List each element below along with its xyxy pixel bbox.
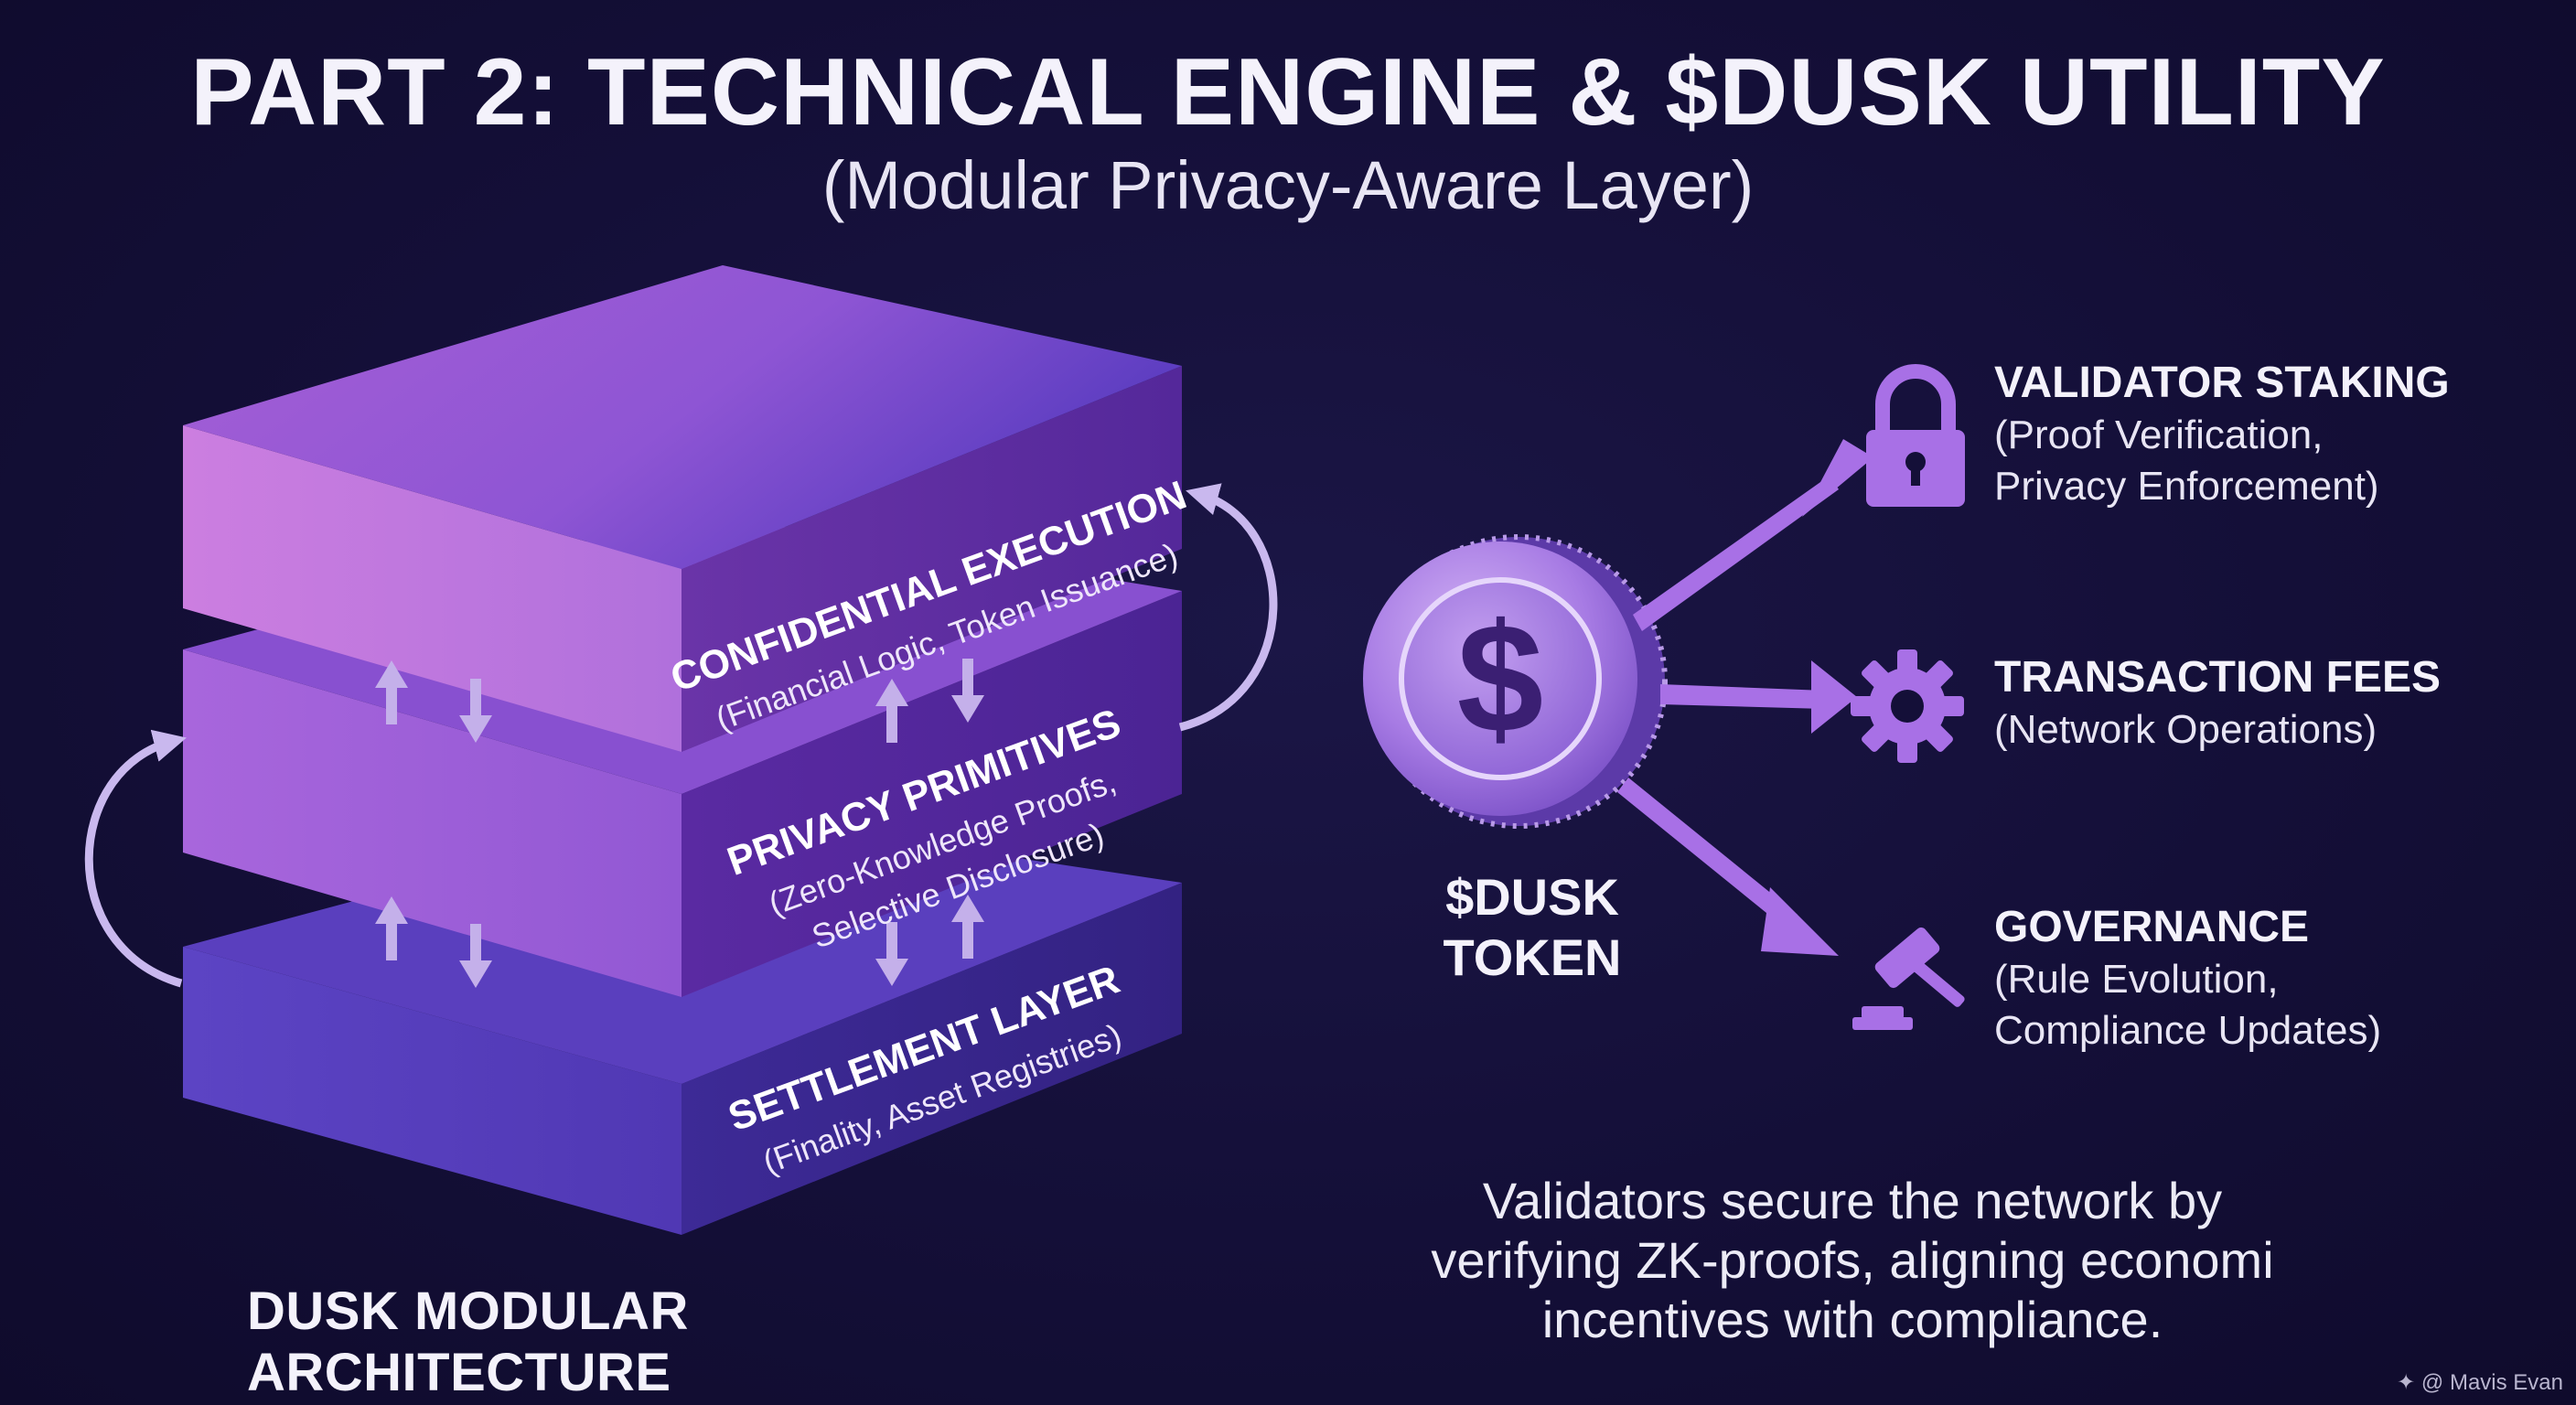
bottom-note-line1: Validators secure the network by [1482,1172,2223,1229]
utility-governance: GOVERNANCE (Rule Evolution, Compliance U… [1994,901,2506,1056]
utility-arrows [1617,439,1873,956]
utility-title: GOVERNANCE [1994,903,2310,951]
dusk-token-coin: $ [1363,534,1668,829]
bottom-note: Validators secure the network by verifyi… [1372,1171,2333,1349]
utility-transaction-fees: TRANSACTION FEES (Network Operations) [1994,651,2506,756]
gear-icon [1851,649,1964,763]
watermark-text: @ Mavis Evan [2420,1370,2563,1395]
page-subtitle: (Modular Privacy-Aware Layer) [821,147,1755,223]
arrow-up-3 [375,896,408,960]
utility-title: VALIDATOR STAKING [1994,359,2450,407]
arrow-down-3 [459,924,492,988]
bottom-note-line2: verifying ZK-proofs, aligning economi [1431,1231,2274,1289]
utility-validator-staking: VALIDATOR STAKING (Proof Verification, P… [1994,357,2506,512]
cycle-arrow-left [84,729,187,988]
utility-desc-line2: Compliance Updates) [1994,1008,2382,1053]
arrow-to-fees [1660,660,1857,734]
token-label-line1: $DUSK [1445,868,1619,926]
architecture-caption: DUSK MODULAR ARCHITECTURE [247,1282,689,1402]
token-label-line2: TOKEN [1443,928,1622,986]
utility-desc-line1: (Network Operations) [1994,707,2377,752]
arrow-down-4 [875,922,908,986]
watermark: ✦ @ Mavis Evan [2397,1369,2563,1396]
cycle-arrow-right [1178,483,1278,732]
page-title: PART 2: TECHNICAL ENGINE & $DUSK UTILITY [190,39,2386,145]
arrow-up-1 [375,660,408,724]
arrow-to-governance [1617,778,1839,956]
confidential-execution-layer-block [183,265,1182,752]
utility-desc-line1: (Rule Evolution, [1994,957,2279,1002]
arrow-down-2 [951,659,984,723]
utility-title: TRANSACTION FEES [1994,653,2442,702]
arrow-to-staking [1633,439,1873,631]
arrow-up-2 [875,679,908,743]
bottom-note-line3: incentives with compliance. [1541,1291,2163,1348]
gavel-icon [1852,927,1965,1030]
layer-arrows [375,659,984,988]
dollar-sign-icon: $ [1457,592,1544,766]
arrow-up-4 [951,895,984,959]
utility-desc-line1: (Proof Verification, [1994,413,2324,457]
diamond-icon: ✦ [2397,1370,2416,1395]
arrow-down-1 [459,679,492,743]
lock-icon [1866,364,1965,507]
token-label: $DUSK TOKEN [1422,867,1642,988]
utility-desc-line2: Privacy Enforcement) [1994,464,2379,509]
